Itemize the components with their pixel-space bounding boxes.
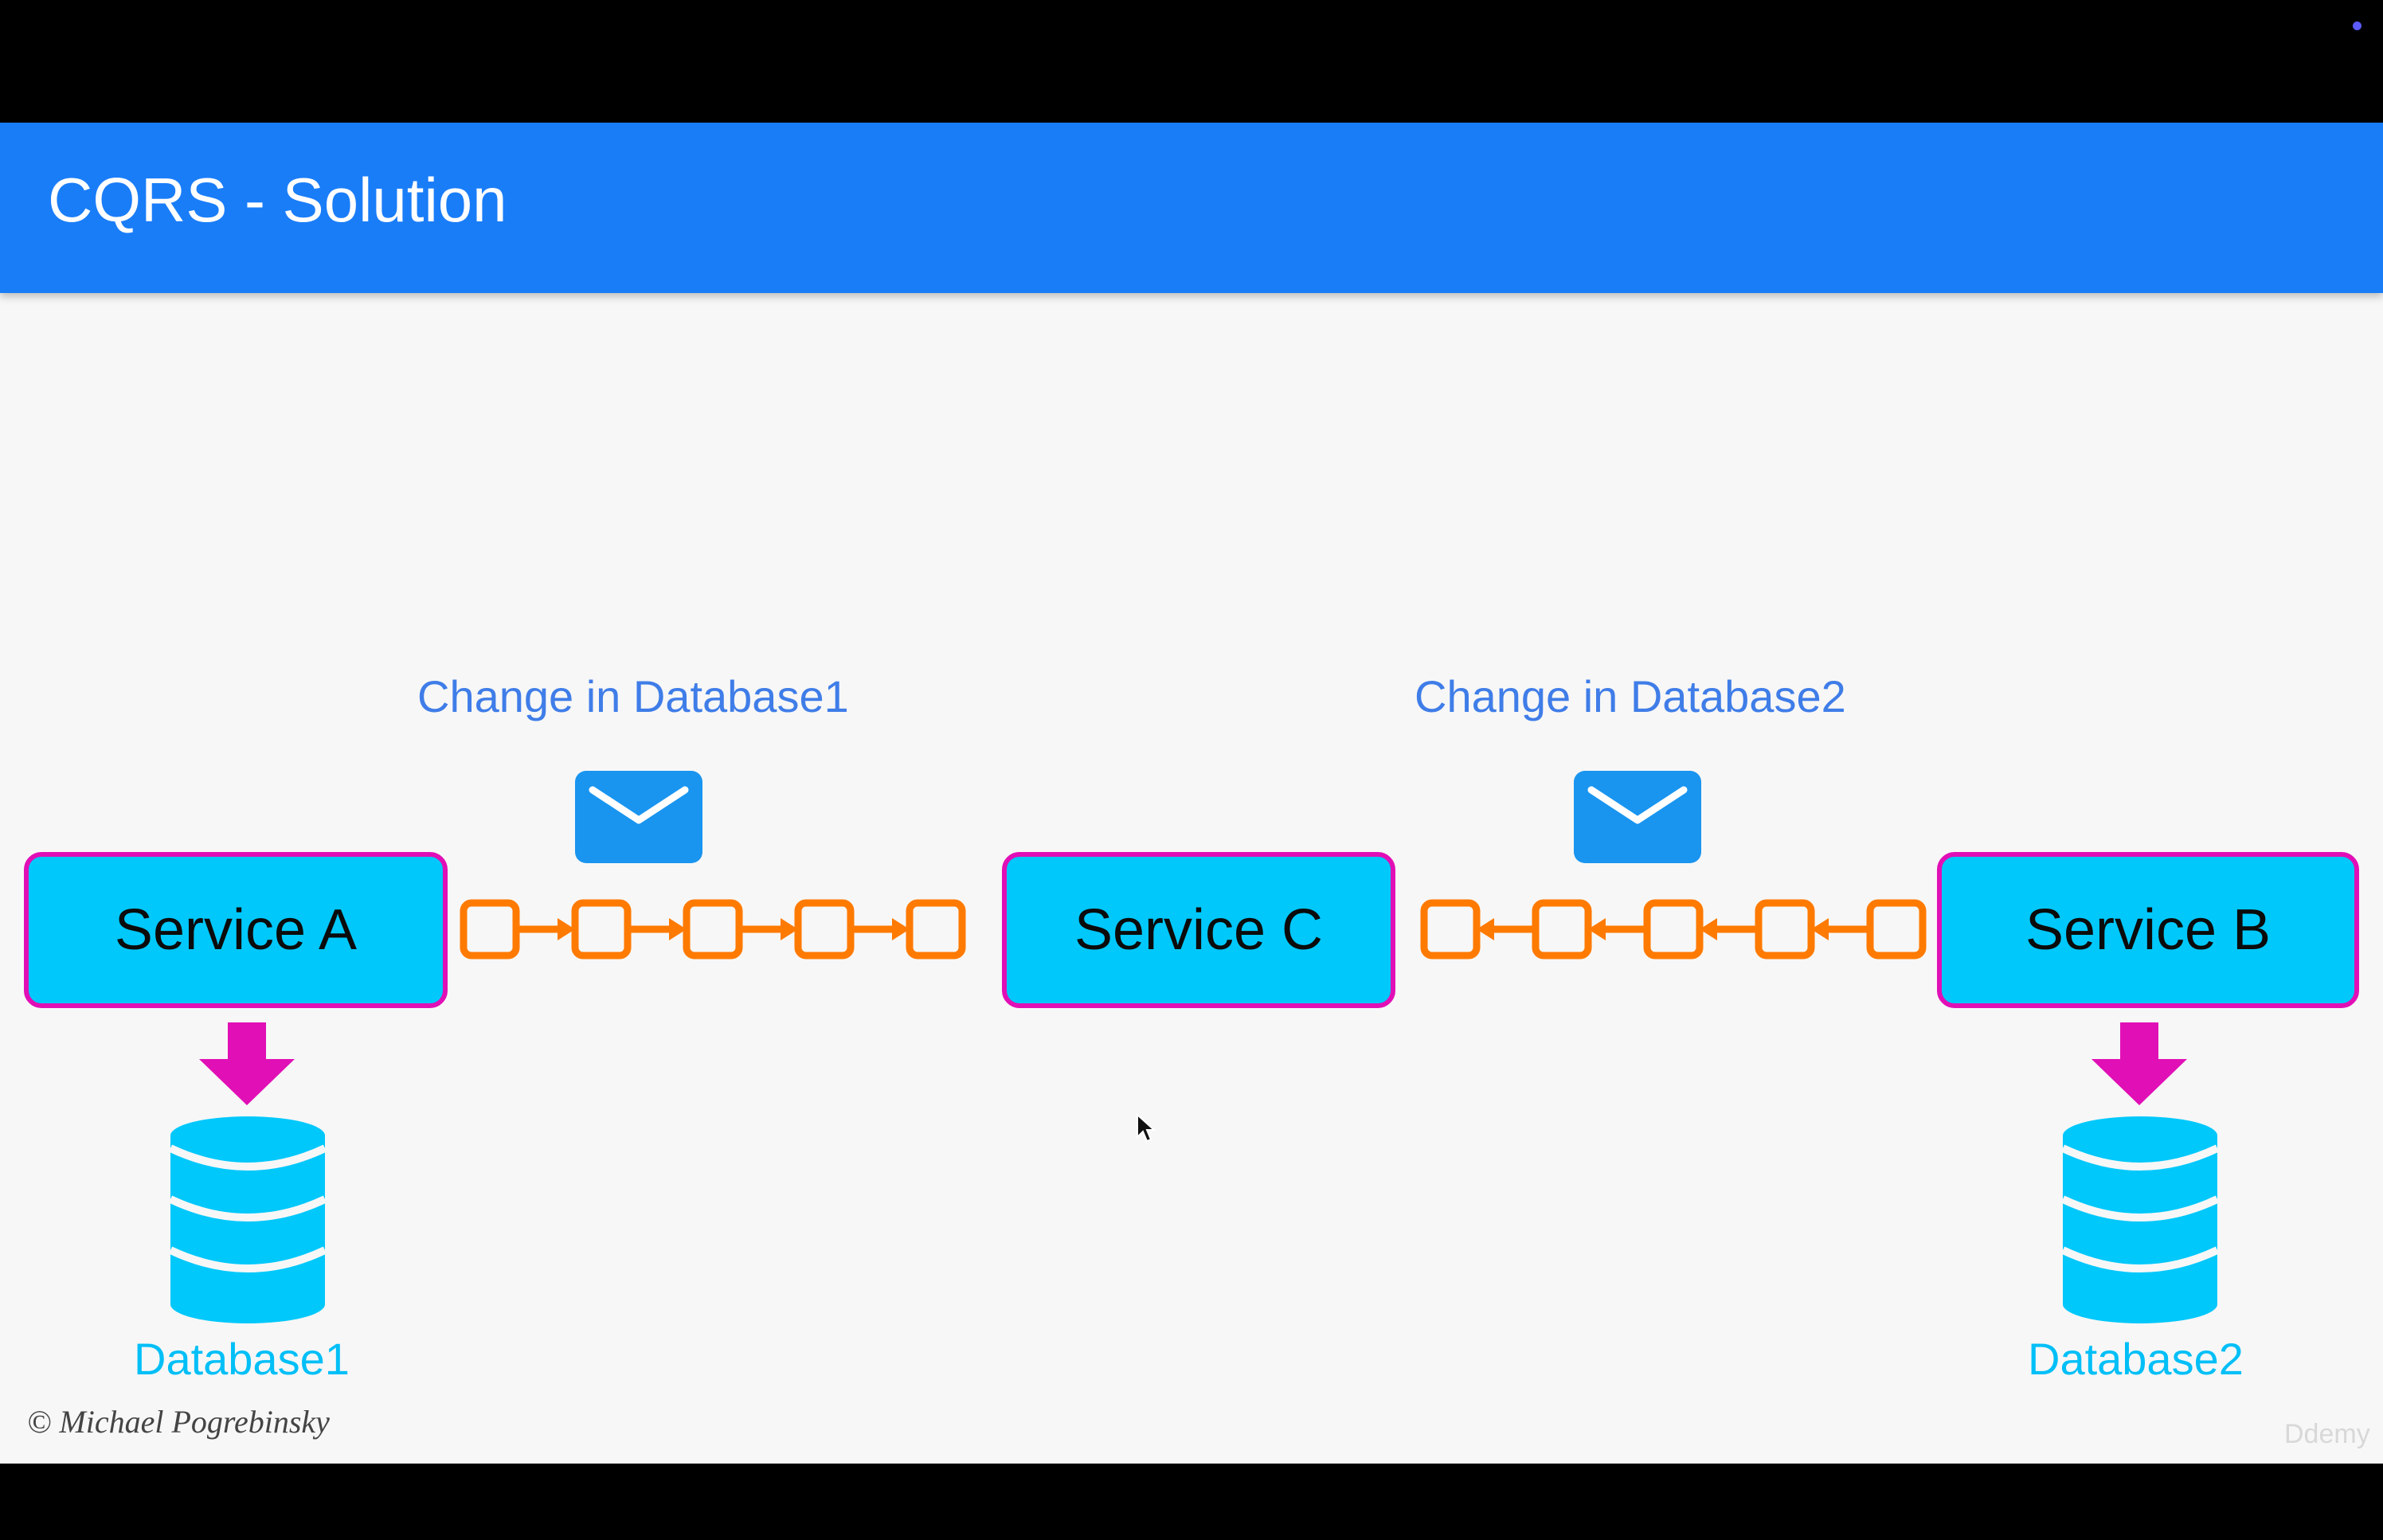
message-queue-left — [460, 899, 966, 960]
udemy-watermark: Ddemy — [2284, 1419, 2370, 1449]
queue-message — [794, 899, 855, 960]
database-icon — [2060, 1116, 2220, 1323]
service-c-box: Service C — [1002, 852, 1395, 1008]
indicator-dot — [2353, 21, 2361, 30]
queue-message — [1643, 899, 1704, 960]
arrow-down-icon — [199, 1022, 295, 1105]
queue-message — [683, 899, 743, 960]
mouse-cursor-icon — [1137, 1113, 1156, 1143]
message-queue-right — [1420, 899, 1927, 960]
envelope-icon — [1574, 771, 1701, 863]
database2-label: Database2 — [2028, 1334, 2244, 1384]
slide-header: CQRS - Solution — [0, 123, 2383, 293]
queue-message — [460, 899, 520, 960]
database1-label: Database1 — [134, 1334, 350, 1384]
queue-message — [1420, 899, 1481, 960]
queue-message — [1866, 899, 1927, 960]
queue-message — [906, 899, 966, 960]
copyright-text: © Michael Pogrebinsky — [27, 1404, 330, 1440]
service-b-box: Service B — [1937, 852, 2359, 1008]
queue-message — [1755, 899, 1815, 960]
queue-message — [571, 899, 632, 960]
arrow-down-icon — [2091, 1022, 2187, 1105]
flow-label-database2: Change in Database2 — [1415, 671, 1846, 721]
slide: CQRS - Solution Change in Database1 Chan… — [0, 123, 2383, 1464]
service-a-box: Service A — [24, 852, 448, 1008]
slide-title: CQRS - Solution — [48, 165, 507, 235]
database-icon — [168, 1116, 327, 1323]
envelope-icon — [575, 771, 702, 863]
flow-label-database1: Change in Database1 — [417, 671, 849, 721]
queue-message — [1532, 899, 1592, 960]
